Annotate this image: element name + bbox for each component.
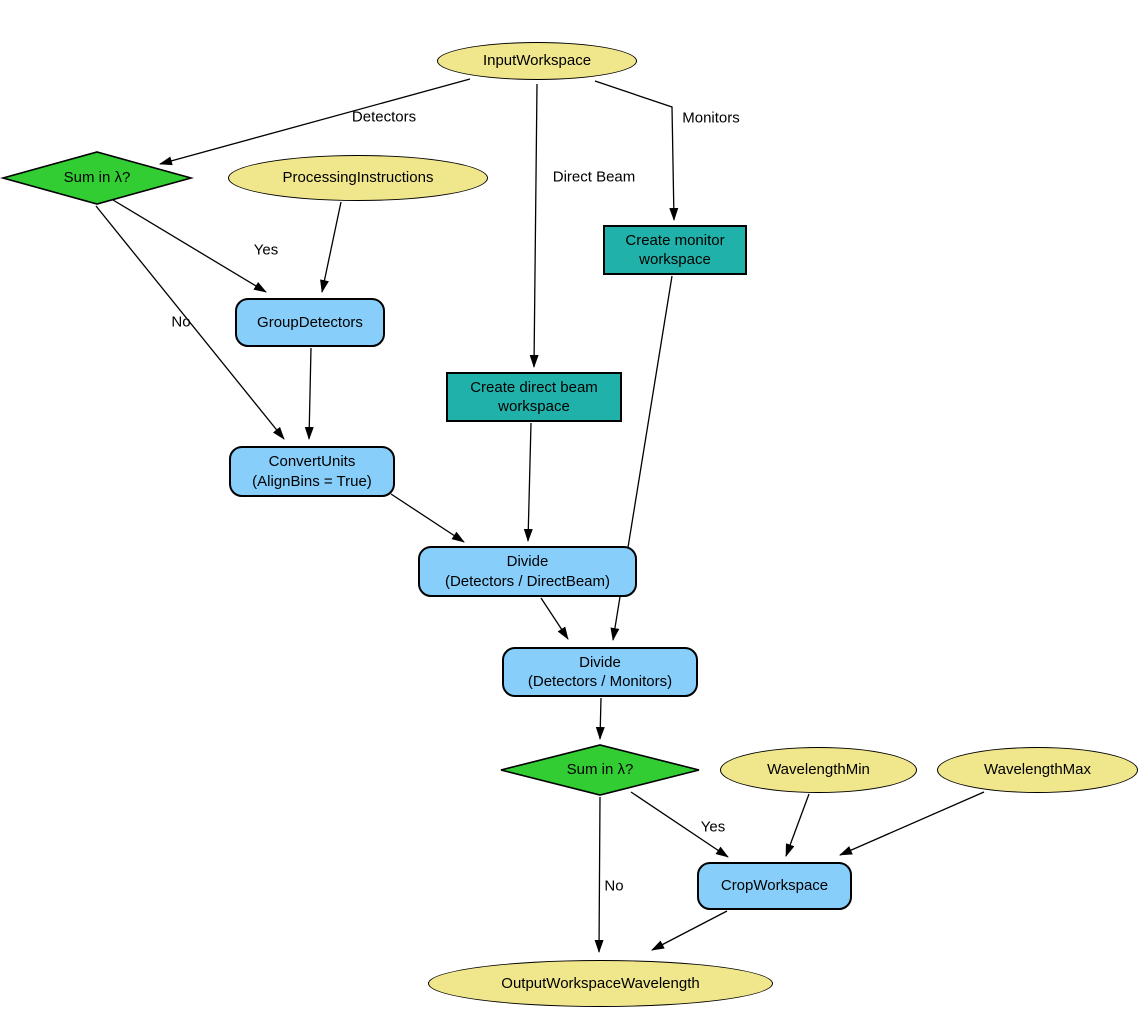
edge-create-direct-beam-to-divide-directbeam <box>523 422 533 542</box>
node-convert-units: ConvertUnits (AlignBins = True) <box>229 446 395 497</box>
node-create-monitor-workspace: Create monitor workspace <box>603 225 747 275</box>
node-divide-monitors: Divide (Detectors / Monitors) <box>502 647 698 697</box>
edge-inputworkspace-to-sum-top <box>159 78 471 166</box>
node-create-direct-beam-workspace: Create direct beam workspace <box>446 372 622 422</box>
edge-processinginstructions-to-groupdetectors <box>320 201 342 293</box>
edge-sum-top-yes-to-groupdetectors <box>112 199 267 293</box>
decision-diamond-top <box>0 151 195 205</box>
edge-label-no-bottom: No <box>604 877 624 895</box>
edge-label-yes-bottom: Yes <box>700 818 726 836</box>
edge-groupdetectors-to-convertunits <box>304 347 314 440</box>
node-sum-in-lambda-bottom: Sum in λ? <box>566 761 634 779</box>
edge-sum-bottom-yes-to-cropworkspace <box>630 791 729 858</box>
edge-label-yes-top: Yes <box>253 241 279 259</box>
edge-sum-bottom-no-to-output <box>594 796 604 953</box>
edge-wavelengthmin-to-cropworkspace <box>785 793 810 857</box>
node-wavelength-max: WavelengthMax <box>937 747 1138 793</box>
edge-label-no-top: No <box>171 313 191 331</box>
node-sum-in-lambda-top: Sum in λ? <box>63 169 131 187</box>
node-wavelength-min: WavelengthMin <box>720 747 917 793</box>
node-input-workspace: InputWorkspace <box>437 42 637 80</box>
node-group-detectors: GroupDetectors <box>235 298 385 347</box>
edge-wavelengthmax-to-cropworkspace <box>839 791 985 856</box>
node-processing-instructions: ProcessingInstructions <box>228 155 488 201</box>
edge-label-direct-beam: Direct Beam <box>552 168 636 186</box>
edge-sum-top-no-to-convertunits <box>95 205 285 440</box>
node-divide-direct-beam: Divide (Detectors / DirectBeam) <box>418 546 637 597</box>
edge-divide-directbeam-to-divide-monitors <box>540 597 569 640</box>
edge-divide-monitors-to-sum-bottom <box>595 697 605 740</box>
edge-label-monitors: Monitors <box>682 109 740 127</box>
decision-diamond-bottom <box>500 744 700 796</box>
edge-inputworkspace-to-create-monitor <box>594 80 679 221</box>
edge-label-detectors: Detectors <box>351 108 417 126</box>
edge-cropworkspace-to-output <box>651 910 728 951</box>
node-crop-workspace: CropWorkspace <box>697 862 852 910</box>
node-output-workspace-wavelength: OutputWorkspaceWavelength <box>428 960 773 1007</box>
edge-inputworkspace-to-create-direct-beam <box>529 83 539 368</box>
edge-convertunits-to-divide-directbeam <box>390 493 465 543</box>
